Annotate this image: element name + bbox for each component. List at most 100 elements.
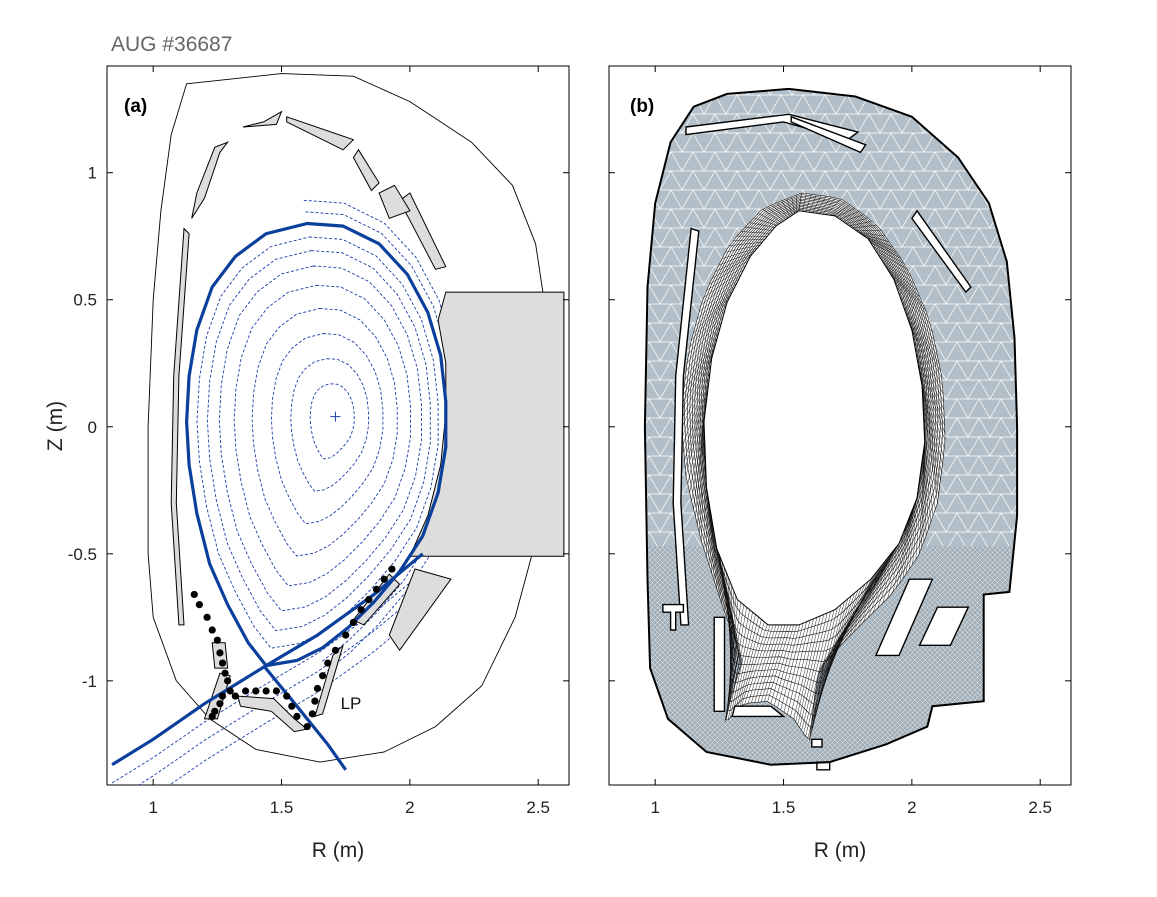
panel-b-label: (b) — [630, 96, 654, 117]
vessel-component — [918, 606, 970, 646]
grid-flux-line — [691, 198, 936, 694]
vessel-component — [388, 568, 452, 652]
langmuir-probe — [342, 631, 350, 639]
grid-radial-line — [892, 277, 929, 318]
langmuir-probe — [293, 712, 301, 721]
private-flux-surface — [168, 610, 423, 785]
flux-surface — [270, 333, 384, 525]
langmuir-probe — [224, 677, 232, 685]
langmuir-probe — [372, 585, 381, 593]
separatrix — [184, 221, 448, 668]
panel-a-x-tick-label: 2 — [405, 798, 414, 817]
grid-radial-line — [687, 305, 727, 356]
vessel-component — [874, 578, 934, 657]
panel-b-x-tick-label: 2.5 — [1028, 798, 1052, 817]
flux-surface — [218, 265, 422, 612]
grid-flux-line — [696, 201, 932, 673]
langmuir-probe — [388, 565, 396, 573]
panel-a-y-tick-label: 0 — [88, 418, 97, 437]
grid-flux-line — [689, 197, 939, 706]
vessel-component — [191, 141, 230, 219]
langmuir-probe — [288, 702, 296, 710]
separatrix-leg — [111, 552, 424, 767]
langmuir-probe — [218, 692, 227, 700]
vessel-wall — [643, 87, 1019, 766]
panel-a-ylabel: Z (m) — [44, 401, 67, 451]
panel-a-label: (a) — [124, 96, 147, 117]
langmuir-probe — [252, 687, 260, 695]
flux-surface — [233, 284, 411, 587]
panel-a-y-tick-label: 1 — [88, 164, 97, 183]
grid-flux-line — [684, 194, 944, 729]
panel-a-xlabel: R (m) — [312, 839, 364, 862]
langmuir-probe — [208, 712, 216, 721]
panel-b: 1 1.5 2 2.5 (b) R (m) — [608, 65, 1072, 862]
langmuir-probe — [262, 687, 270, 695]
langmuir-probe — [203, 613, 211, 621]
vessel-component — [242, 110, 283, 128]
panel-a-frame — [106, 65, 570, 786]
flux-surface — [196, 236, 439, 649]
langmuir-probe — [331, 646, 340, 654]
core-boundary — [703, 210, 926, 626]
langmuir-probe — [216, 649, 224, 657]
grid-flux-line — [700, 204, 929, 653]
panel-b-frame — [608, 65, 1072, 786]
vessel-component — [409, 291, 565, 557]
grid-flux-line — [702, 207, 926, 639]
panel-a-x-tick-label: 1 — [148, 798, 157, 817]
grid-flux-line — [701, 206, 927, 646]
vessel-component — [811, 738, 823, 748]
vessel-component — [672, 227, 700, 626]
panel-a-y-tick-label: -0.5 — [68, 545, 97, 564]
vessel-component — [170, 227, 190, 626]
shot-title: AUG #36687 — [111, 33, 232, 56]
panel-b-x-tick-label: 2 — [907, 798, 916, 817]
grid-flux-line — [698, 203, 930, 662]
panel-b-xlabel: R (m) — [814, 839, 866, 862]
vessel-component — [911, 209, 972, 294]
langmuir-probe — [195, 601, 203, 609]
langmuir-probe — [303, 722, 311, 731]
vessel-component — [790, 115, 867, 154]
langmuir-probe — [226, 687, 234, 695]
langmuir-probe — [357, 606, 365, 614]
vessel-component — [662, 603, 685, 631]
grid-radial-line — [689, 300, 729, 348]
vessel-component — [237, 695, 309, 733]
probe-label: LP — [341, 694, 362, 713]
vessel-component — [378, 184, 411, 220]
panel-a-x-tick-label: 1.5 — [270, 798, 294, 817]
langmuir-probe — [308, 710, 316, 718]
vessel-component — [713, 616, 726, 712]
flux-surface — [251, 308, 398, 557]
vessel-component — [286, 116, 355, 151]
flux-surface — [290, 358, 369, 492]
langmuir-probe — [221, 669, 229, 677]
langmuir-probe — [324, 659, 332, 667]
vessel-component — [314, 644, 344, 718]
vessel-component — [398, 192, 447, 270]
separatrix-leg — [262, 664, 348, 771]
grid-flux-line — [694, 200, 934, 683]
panel-b-x-tick-label: 1 — [650, 798, 659, 817]
grid-flux-line — [686, 195, 941, 717]
vessel-component — [731, 705, 786, 718]
vessel-component — [352, 148, 380, 192]
langmuir-probe — [272, 687, 280, 695]
limiter-contour — [147, 73, 549, 763]
panel-a-y-tick-label: -1 — [82, 672, 97, 691]
langmuir-probe — [208, 626, 216, 634]
private-flux-surface — [137, 590, 423, 785]
panel-b-x-tick-label: 1.5 — [772, 798, 796, 817]
langmuir-probe — [231, 692, 239, 700]
langmuir-probe — [218, 659, 227, 667]
langmuir-probe — [213, 636, 221, 644]
magnetic-axis-marker — [330, 411, 341, 422]
flux-surface — [309, 383, 355, 460]
langmuir-probe — [216, 700, 224, 708]
langmuir-probe — [349, 618, 357, 626]
langmuir-probe — [283, 692, 291, 700]
